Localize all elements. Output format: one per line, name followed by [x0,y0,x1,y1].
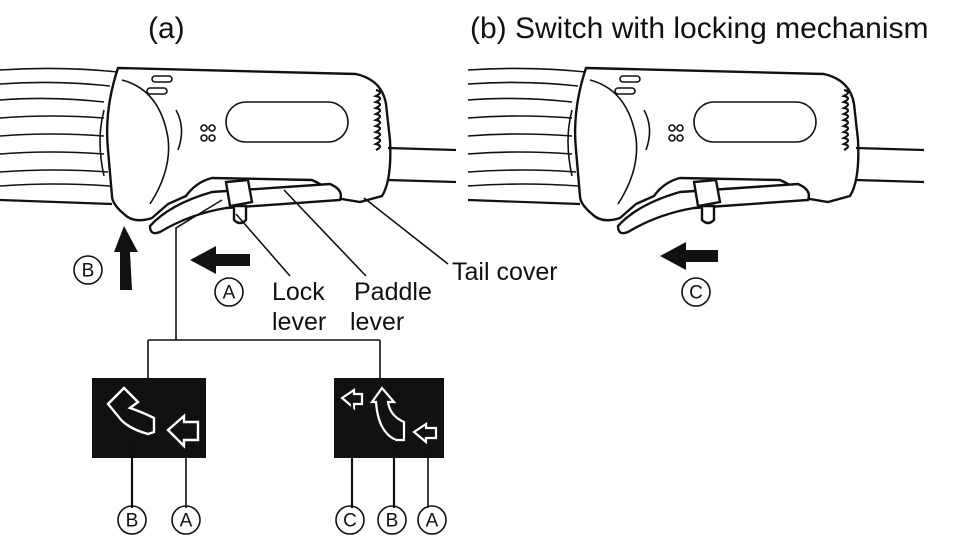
panel-b-title: (b) Switch with locking mechanism [470,12,928,45]
paddle-lever-label-line2: lever [350,308,404,336]
marker-b: B [73,255,103,285]
icon-right-marker-c: C [335,505,365,535]
arrow-c-left [660,242,718,270]
tail-cover-label: Tail cover [452,258,558,286]
svg-text:A: A [223,283,236,304]
icon-left-marker-b: B [117,505,147,535]
tool-drawing-b [466,66,926,235]
paddle-lever-label-line1: Paddle [354,278,432,306]
svg-text:C: C [343,511,357,532]
tool-drawing-a [0,66,458,235]
leader-lock-lever [235,213,291,277]
leader-tail-cover [363,197,449,265]
svg-text:B: B [82,261,95,282]
arrow-a-left [190,246,250,274]
icon-left-marker-a: A [171,505,201,535]
lock-lever-label-line1: Lock [272,278,325,306]
svg-text:B: B [126,511,139,532]
leader-paddle-lever [283,189,367,277]
svg-text:A: A [426,511,439,532]
icon-right-marker-b: B [377,505,407,535]
marker-a: A [214,277,244,307]
connector-tree [147,199,381,378]
icon-right-marker-a: A [417,505,447,535]
svg-text:A: A [180,511,193,532]
lock-lever-label-line2: lever [272,308,326,336]
icon-box-left [92,378,206,458]
panel-a-title: (a) [148,12,185,45]
arrow-b-up [114,226,138,290]
svg-text:B: B [386,511,399,532]
svg-text:C: C [689,283,703,304]
marker-c: C [681,277,711,307]
